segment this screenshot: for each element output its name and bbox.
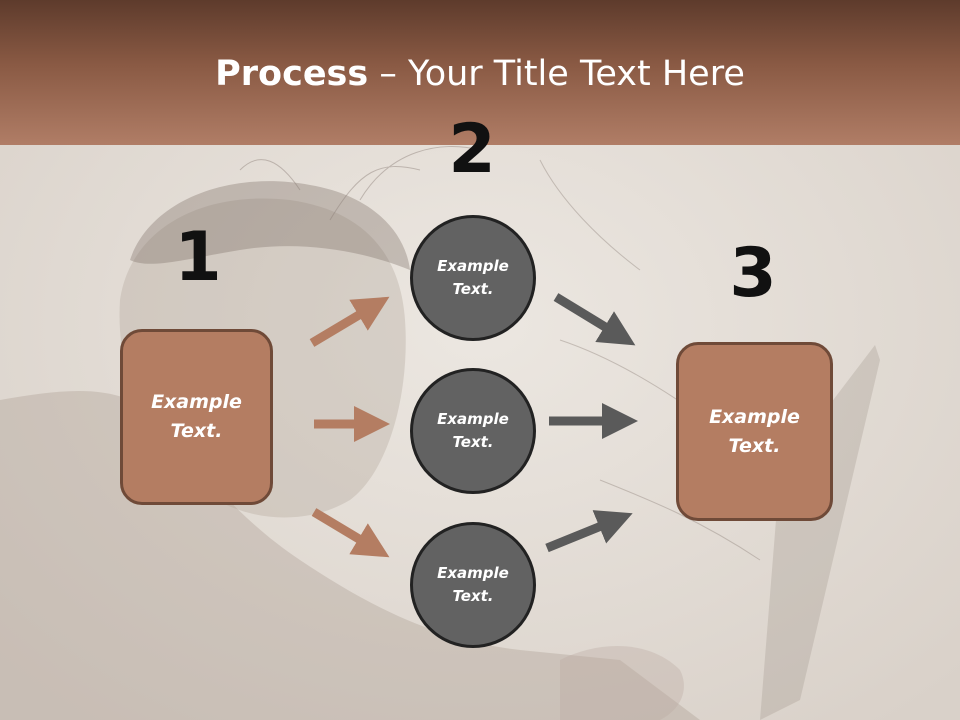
step-number-1: 1 (174, 218, 222, 297)
circle-node-top: Example Text. (410, 215, 536, 341)
arrow-1-to-bottom (311, 508, 390, 558)
circle-node-middle-label: Example Text. (437, 410, 509, 451)
step-box-1: Example Text. (120, 329, 273, 505)
circle-node-middle: Example Text. (410, 368, 536, 494)
title-rest: – Your Title Text Here (368, 54, 745, 94)
circle-node-top-label: Example Text. (437, 257, 509, 298)
step-box-1-label: Example Text. (151, 391, 242, 442)
step-box-3: Example Text. (676, 342, 833, 521)
arrow-1-to-top (309, 296, 390, 347)
circle-node-bottom: Example Text. (410, 522, 536, 648)
step-box-3-label: Example Text. (709, 405, 800, 457)
step-number-2: 2 (448, 110, 496, 189)
title-bold: Process (215, 54, 369, 94)
arrow-bottom-to-3 (545, 510, 633, 553)
arrow-top-to-3 (553, 293, 636, 346)
step-number-3: 3 (729, 234, 777, 313)
title-banner (0, 0, 960, 145)
circle-node-bottom-label: Example Text. (437, 564, 509, 605)
slide-title: Process – Your Title Text Here (0, 52, 960, 96)
